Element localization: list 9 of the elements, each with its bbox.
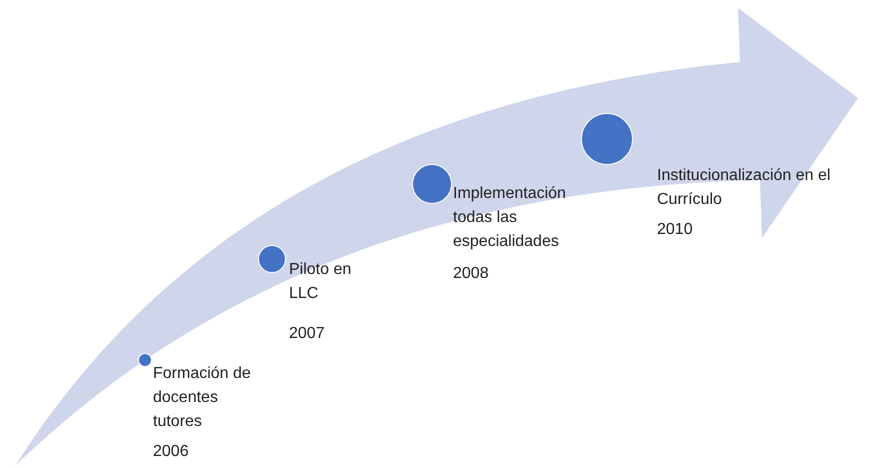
- milestone-dot: [138, 353, 152, 367]
- milestone-label: Formación de docentes tutores: [153, 364, 252, 432]
- milestone-label: Piloto en LLC: [289, 260, 352, 304]
- milestone-year: 2008: [453, 264, 489, 284]
- milestone-year: 2010: [657, 220, 693, 240]
- milestone-year: 2007: [289, 324, 325, 344]
- milestone-label: Institucionalización en el Currículo: [657, 166, 832, 210]
- milestone-label: Implementación todas las especialidades: [453, 184, 567, 252]
- milestone-year: 2006: [153, 442, 189, 462]
